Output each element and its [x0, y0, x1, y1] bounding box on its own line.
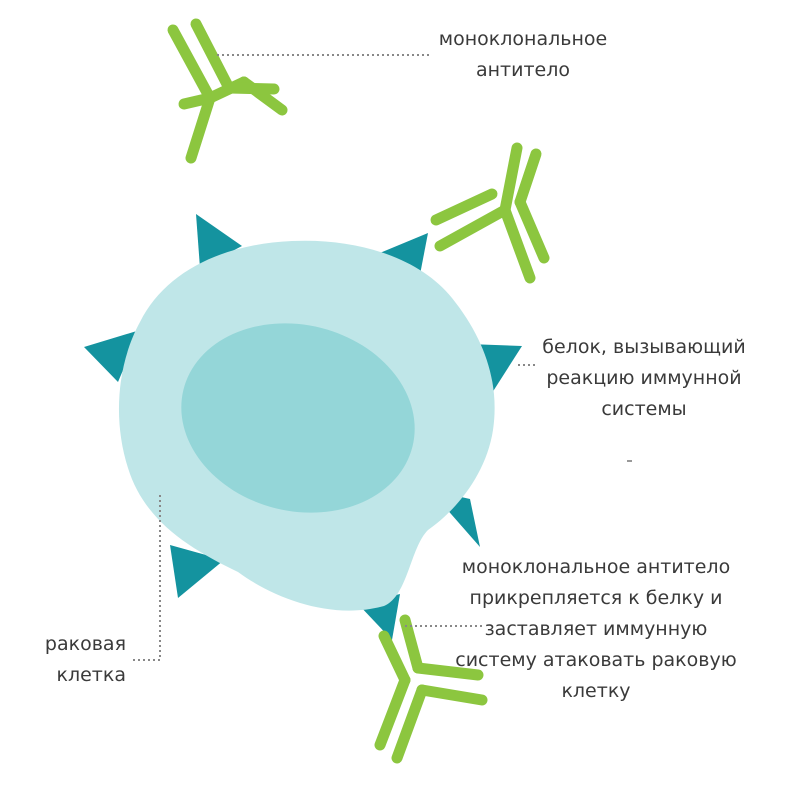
protein-spike — [196, 214, 242, 268]
label-line: клетка — [56, 664, 127, 686]
stray-mark — [627, 460, 632, 462]
label-line: раковая — [44, 633, 126, 655]
label-antibody-attaches: моноклональное антитело прикрепляется к … — [446, 552, 746, 707]
antibody-bottom — [374, 614, 488, 764]
antibody-top-right — [430, 142, 550, 284]
label-line: прикрепляется к белку и — [469, 587, 723, 609]
label-line: моноклональное антитело — [461, 556, 731, 578]
protein-spike — [84, 330, 140, 382]
label-line: белок, вызывающий — [542, 336, 746, 358]
label-line: клетку — [561, 680, 631, 702]
label-line: заставляет иммунную — [484, 618, 708, 640]
label-protein: белок, вызывающий реакцию иммунной систе… — [536, 332, 752, 425]
antibody-top-left — [167, 18, 288, 164]
label-cancer-cell: раковая клетка — [30, 629, 126, 691]
label-monoclonal-antibody: моноклональное антитело — [432, 24, 614, 86]
label-line: системы — [601, 398, 687, 420]
cell-nucleus — [181, 323, 415, 513]
leader-line-cancer-cell — [132, 495, 161, 661]
protein-spike — [170, 545, 224, 598]
label-line: реакцию иммунной — [546, 367, 742, 389]
leader-lines — [132, 54, 538, 661]
label-line: моноклональное — [438, 28, 608, 50]
label-line: антитело — [475, 59, 570, 81]
label-line: систему атаковать раковую — [455, 649, 737, 671]
